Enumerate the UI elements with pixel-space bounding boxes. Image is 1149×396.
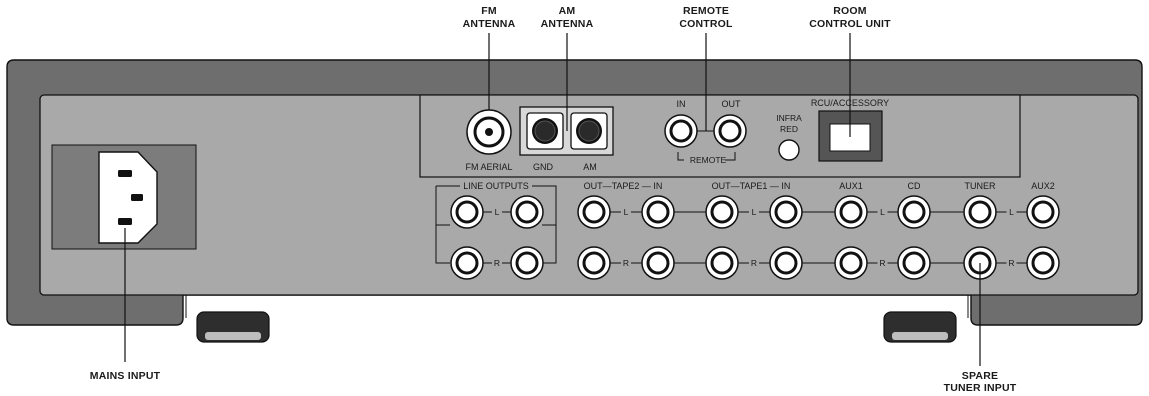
line-outputs-l: L <box>495 207 500 217</box>
marker-background <box>1006 206 1017 217</box>
fm-antenna-callout-1: FM <box>481 5 497 17</box>
spare-tuner-input-callout-1: SPARE <box>962 370 998 382</box>
infra-red-label-1: INFRA <box>776 113 802 123</box>
line-outputs-label: LINE OUTPUTS <box>463 181 529 191</box>
remote-out-jack[interactable] <box>713 114 747 148</box>
right-foot-base <box>892 332 948 340</box>
tuner-aux2-left-jack-2[interactable] <box>1026 195 1060 229</box>
mains-pin-bottom <box>118 218 132 225</box>
tape2-right-jack-1[interactable] <box>577 246 611 280</box>
line-output-left-1[interactable] <box>450 195 484 229</box>
remote-control-callout-1: REMOTE <box>683 5 729 17</box>
tuner-aux2-right-marker: R <box>1008 258 1014 268</box>
marker-background <box>749 206 759 217</box>
fm-aerial-socket[interactable] <box>466 109 512 155</box>
am-terminal[interactable] <box>570 112 608 150</box>
am-label: AM <box>583 162 597 172</box>
cd-label: CD <box>908 181 921 191</box>
marker-background <box>621 206 631 217</box>
tape1-left-jack-2[interactable] <box>769 195 803 229</box>
fm-aerial-label: FM AERIAL <box>465 162 512 172</box>
marker-background <box>1006 257 1017 268</box>
remote-out-label: OUT <box>722 99 742 109</box>
tape1-right-marker: R <box>751 258 757 268</box>
remote-group-label: REMOTE <box>690 155 727 165</box>
am-antenna-callout-1: AM <box>559 5 576 17</box>
line-outputs-r: R <box>494 258 500 268</box>
line-output-left-2[interactable] <box>510 195 544 229</box>
fm-antenna-callout-2: ANTENNA <box>463 18 516 30</box>
aux1-cd-left-jack-2[interactable] <box>897 195 931 229</box>
marker-background <box>877 206 888 217</box>
room-control-unit-callout-2: CONTROL UNIT <box>809 18 891 30</box>
aux1-cd-left-marker: L <box>880 207 885 217</box>
tuner-aux2-left-marker: L <box>1009 207 1014 217</box>
aux1-label: AUX1 <box>839 181 863 191</box>
mains-inlet <box>98 151 158 244</box>
aux1-cd-right-jack-2[interactable] <box>897 246 931 280</box>
tuner-aux2-right-jack-2[interactable] <box>1026 246 1060 280</box>
mains-pin-top <box>118 170 132 177</box>
am-antenna-callout-2: ANTENNA <box>541 18 594 30</box>
room-control-unit-callout-1: ROOM <box>833 5 867 17</box>
tape2-right-marker: R <box>623 258 629 268</box>
tuner-aux2-left-jack-1[interactable] <box>963 195 997 229</box>
aux1-cd-right-jack-1[interactable] <box>834 246 868 280</box>
gnd-label: GND <box>533 162 554 172</box>
tape1-label: OUT—TAPE1 — IN <box>712 181 791 191</box>
tape2-left-jack-1[interactable] <box>577 195 611 229</box>
gnd-terminal[interactable] <box>526 112 564 150</box>
tape2-left-jack-2[interactable] <box>641 195 675 229</box>
mains-pin-earth <box>131 194 143 201</box>
remote-control-callout-2: CONTROL <box>679 18 733 30</box>
line-output-right-1[interactable] <box>450 246 484 280</box>
tuner-label: TUNER <box>965 181 996 191</box>
remote-in-jack[interactable] <box>664 114 698 148</box>
marker-background <box>749 257 759 268</box>
line-output-right-2[interactable] <box>510 246 544 280</box>
tape2-label: OUT—TAPE2 — IN <box>584 181 663 191</box>
spare-tuner-input-callout-2: TUNER INPUT <box>944 382 1017 394</box>
tape1-right-jack-1[interactable] <box>705 246 739 280</box>
tape2-left-marker: L <box>624 207 629 217</box>
aux1-cd-left-jack-1[interactable] <box>834 195 868 229</box>
input-jack-group: L R L R L R L R <box>577 195 1060 280</box>
infra-red-label-2: RED <box>780 124 798 134</box>
aux2-label: AUX2 <box>1031 181 1055 191</box>
tape1-right-jack-2[interactable] <box>769 246 803 280</box>
tape1-left-jack-1[interactable] <box>705 195 739 229</box>
marker-background <box>877 257 888 268</box>
left-foot-base <box>205 332 261 340</box>
mains-input-callout: MAINS INPUT <box>90 370 161 382</box>
tape2-right-jack-2[interactable] <box>641 246 675 280</box>
tape1-left-marker: L <box>752 207 757 217</box>
aux1-cd-right-marker: R <box>879 258 885 268</box>
remote-in-label: IN <box>677 99 686 109</box>
marker-background <box>621 257 631 268</box>
infra-red-sensor <box>778 139 800 161</box>
